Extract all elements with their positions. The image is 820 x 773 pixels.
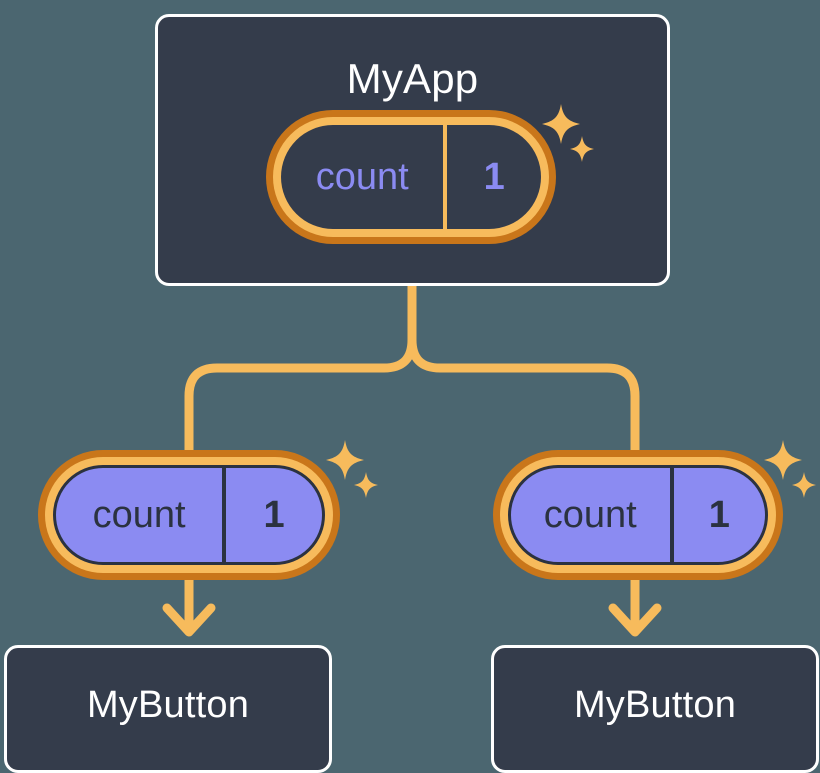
- state-name: count: [281, 125, 448, 229]
- arrow-down-icon-left: [162, 603, 216, 637]
- arrow-down-icon-right: [608, 603, 662, 637]
- sparkle-icon: [354, 472, 378, 498]
- sparkle-icon: [326, 440, 364, 480]
- state-pill-myapp[interactable]: count 1: [266, 110, 556, 244]
- state-value: 1: [263, 493, 285, 536]
- state-name: count: [511, 468, 674, 562]
- component-title: MyButton: [573, 684, 737, 726]
- state-pill-ring: count 1: [273, 117, 549, 237]
- state-pill-body: count 1: [281, 125, 541, 229]
- state-pill-body: count 1: [508, 465, 768, 565]
- state-value: 1: [708, 493, 730, 536]
- wire-trunk-split-right: [407, 335, 640, 457]
- sparkle-icon: [792, 472, 816, 498]
- component-card-mybutton-right[interactable]: MyButton: [491, 645, 819, 773]
- state-pill-body: count 1: [53, 465, 325, 565]
- state-pill-ring: count 1: [45, 457, 333, 573]
- state-pill-left[interactable]: count 1: [38, 450, 340, 580]
- wire-trunk-split: [184, 281, 417, 457]
- page-title: MyApp: [346, 55, 479, 102]
- sparkle-icon: [764, 440, 802, 480]
- state-pill-ring: count 1: [500, 457, 776, 573]
- state-value: 1: [483, 155, 505, 198]
- component-card-mybutton-left[interactable]: MyButton: [4, 645, 332, 773]
- state-name: count: [56, 468, 227, 562]
- state-pill-right[interactable]: count 1: [493, 450, 783, 580]
- component-title: MyButton: [86, 684, 250, 726]
